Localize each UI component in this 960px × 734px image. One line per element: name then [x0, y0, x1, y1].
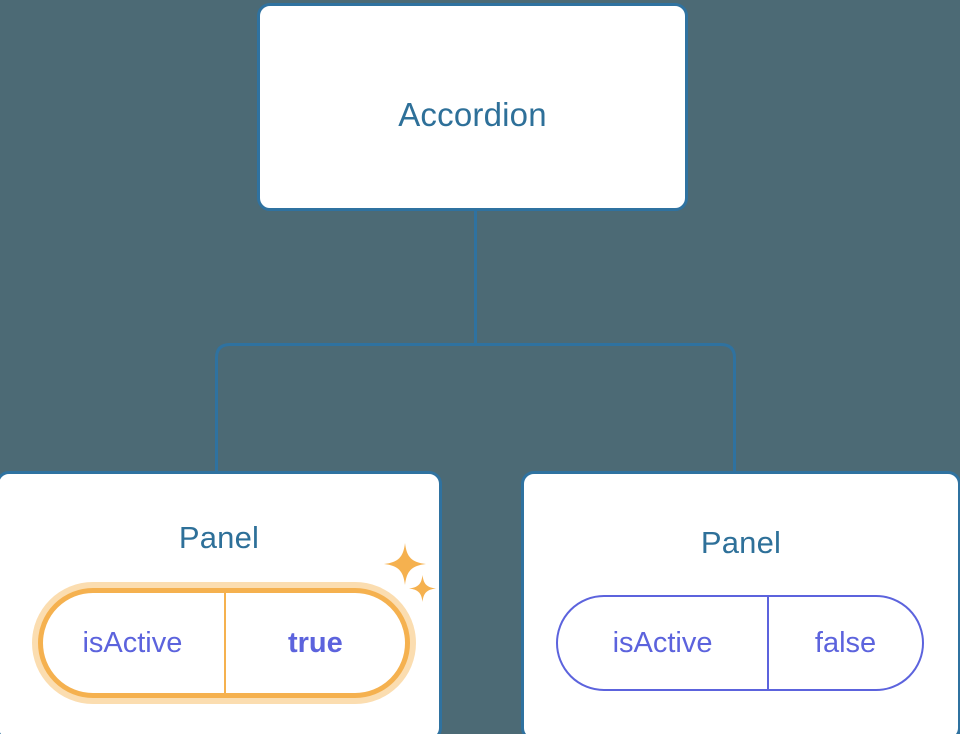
prop-pill-value: true: [287, 626, 343, 659]
node-panel-active-title: Panel: [178, 520, 260, 555]
connector-bus-left: [215, 343, 476, 471]
node-accordion-title: Accordion: [398, 96, 547, 133]
prop-pill-value: false: [814, 626, 877, 659]
prop-pill-isactive-true[interactable]: isActive true: [38, 588, 410, 698]
node-panel-inactive-title: Panel: [700, 525, 782, 560]
connector-bus-right: [475, 343, 736, 471]
node-accordion[interactable]: Accordion: [257, 3, 688, 211]
prop-pill-key: isActive: [43, 593, 226, 693]
prop-pill-key: isActive: [558, 597, 770, 689]
prop-pill-isactive-false[interactable]: isActive false: [556, 595, 924, 691]
